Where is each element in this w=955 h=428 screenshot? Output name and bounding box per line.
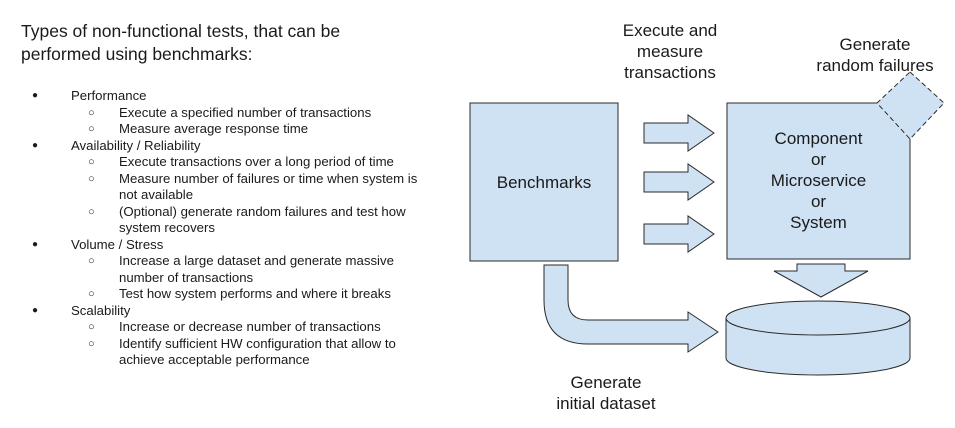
test-detail-item: Increase a large dataset and generate ma… bbox=[71, 253, 419, 286]
component-label-text: Component or Microservice or System bbox=[770, 129, 867, 232]
execute-label-text: Execute and measure transactions bbox=[622, 21, 718, 82]
test-type-label: Volume / Stress bbox=[71, 236, 164, 252]
component-label: Component or Microservice or System bbox=[727, 128, 910, 233]
test-type-performance: Performance Execute a specified number o… bbox=[30, 88, 450, 138]
test-detail-item: Identify sufficient HW configuration tha… bbox=[71, 336, 419, 369]
component-box bbox=[726, 102, 911, 260]
test-detail-item: Execute transactions over a long period … bbox=[71, 154, 419, 171]
test-detail-item: Measure average response time bbox=[71, 121, 419, 138]
test-detail-item: Execute a specified number of transactio… bbox=[71, 105, 419, 122]
transaction-arrow bbox=[643, 114, 715, 152]
test-type-label: Scalability bbox=[71, 302, 131, 318]
dataset-arrow bbox=[543, 264, 719, 353]
transaction-arrow bbox=[643, 215, 715, 253]
test-type-label: Performance bbox=[71, 88, 147, 103]
transaction-arrow bbox=[643, 163, 715, 201]
test-detail-item: Increase or decrease number of transacti… bbox=[71, 319, 419, 336]
random-failure-diamond bbox=[876, 71, 945, 140]
benchmarks-label: Benchmarks bbox=[496, 173, 592, 192]
test-type-availability: Availability / Reliability Execute trans… bbox=[30, 138, 450, 237]
failures-label: Generate random failures bbox=[795, 34, 955, 76]
test-detail-item: Test how system performs and where it br… bbox=[71, 286, 419, 303]
test-detail-item: Measure number of failures or time when … bbox=[71, 171, 419, 204]
test-types-list: Performance Execute a specified number o… bbox=[30, 88, 450, 369]
execute-label: Execute and measure transactions bbox=[600, 20, 740, 83]
benchmarks-box bbox=[469, 102, 619, 262]
failures-label-text: Generate random failures bbox=[816, 35, 934, 75]
test-detail-item: (Optional) generate random failures and … bbox=[71, 204, 419, 237]
storage-arrow bbox=[773, 263, 869, 298]
test-type-scalability: Scalability Increase or decrease number … bbox=[30, 303, 450, 369]
dataset-label: Generate initial dataset bbox=[536, 372, 676, 414]
page-heading: Types of non-functional tests, that can … bbox=[21, 21, 341, 64]
test-type-volume-stress: Volume / Stress Increase a large dataset… bbox=[30, 237, 450, 303]
test-type-label: Availability / Reliability bbox=[71, 137, 201, 153]
dataset-label-text: Generate initial dataset bbox=[556, 373, 656, 413]
database-cylinder-top bbox=[725, 300, 911, 336]
